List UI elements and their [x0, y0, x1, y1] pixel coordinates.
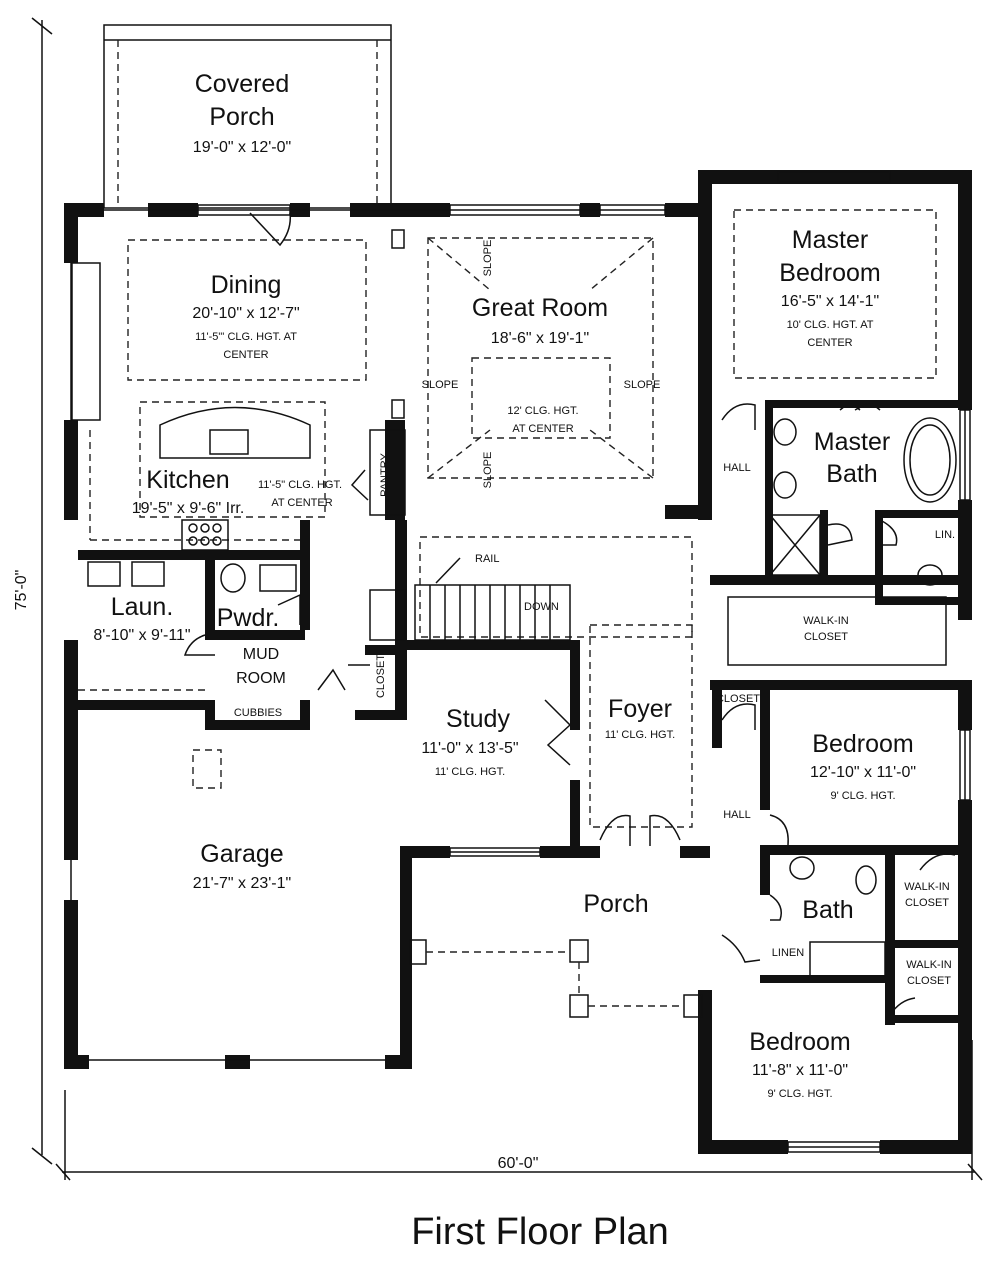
foyer-note: 11' CLG. HGT. [605, 729, 675, 741]
kitchen-fixtures [87, 406, 311, 593]
laundry-dims: 8'-10" x 9'-11" [93, 627, 190, 644]
study-note: 11' CLG. HGT. [435, 766, 505, 778]
covered-porch-dims: 19'-0" x 12'-0" [193, 139, 291, 156]
master-walk-in-closet-line1: WALK-IN [803, 615, 848, 627]
hall-closet-label: CLOSET [716, 693, 760, 705]
great-room-note-line2: AT CENTER [512, 423, 573, 435]
porch-name: Porch [583, 890, 648, 918]
pantry-label: PANTRY [379, 453, 391, 497]
mud-room-name-line2: ROOM [236, 670, 286, 687]
bedroom-3-walk-in-closet-line1: WALK-IN [906, 959, 951, 971]
master-bedroom-name-line1: Master [792, 226, 868, 254]
dining-note-line1: 11'-5"' CLG. HGT. AT [195, 331, 297, 343]
bath-name: Bath [802, 896, 853, 924]
ceiling-outlines [78, 209, 937, 828]
mud-room-name-line1: MUD [243, 646, 279, 663]
depth-dimension-line [31, 17, 53, 1165]
master-bedroom-note-line2: CENTER [807, 337, 852, 349]
width-dimension-line [55, 1040, 983, 1181]
cubbies-label: CUBBIES [234, 707, 282, 719]
bedroom-2-walk-in-closet-line2: CLOSET [905, 897, 949, 909]
master-walk-in-closet-line2: CLOSET [804, 631, 848, 643]
bedroom-2-name: Bedroom [812, 730, 913, 758]
mud-closet-label: CLOSET [375, 654, 387, 698]
width-dimension-label: 60'-0" [498, 1155, 539, 1172]
covered-porch-outline [103, 24, 392, 209]
covered-porch-name-line1: Covered [195, 70, 290, 98]
master-bath-name-line2: Bath [826, 460, 877, 488]
kitchen-note-line2: AT CENTER [271, 497, 332, 509]
kitchen-dims: 19'-5" x 9'-6" Irr. [132, 500, 245, 517]
great-room-name: Great Room [472, 294, 608, 322]
master-bedroom-note-line1: 10' CLG. HGT. AT [787, 319, 874, 331]
covered-porch-name-line2: Porch [209, 103, 274, 131]
front-porch-elements [391, 229, 703, 1018]
hall-label-lower: HALL [723, 809, 751, 821]
garage-name: Garage [200, 840, 283, 868]
plan-caption: First Floor Plan [411, 1211, 669, 1253]
powder-name: Pwdr. [217, 604, 280, 632]
lin-label: LIN. [935, 529, 955, 541]
linen-label: LINEN [772, 947, 804, 959]
dining-dims: 20'-10" x 12'-7" [192, 305, 299, 322]
down-label: DOWN [524, 601, 559, 613]
slope-label-right: SLOPE [624, 379, 661, 391]
depth-dimension-label: 75'-0" [13, 570, 30, 611]
hall-label-upper: HALL [723, 462, 751, 474]
kitchen-note-line1: 11'-5" CLG. HGT. [258, 479, 342, 491]
bedroom-3-note: 9' CLG. HGT. [767, 1088, 832, 1100]
bedroom-3-walk-in-closet-line2: CLOSET [907, 975, 951, 987]
slope-label-left: SLOPE [422, 379, 459, 391]
master-bath-fixtures [727, 417, 957, 977]
bedroom-2-dims: 12'-10" x 11'-0" [810, 764, 916, 781]
rail-label: RAIL [475, 553, 499, 565]
slope-label-top: SLOPE [482, 240, 494, 277]
garage-dims: 21'-7" x 23'-1" [193, 875, 291, 892]
kitchen-name: Kitchen [146, 466, 229, 494]
study-name: Study [446, 705, 510, 733]
study-dims: 11'-0" x 13'-5" [421, 740, 518, 757]
dining-note-line2: CENTER [223, 349, 268, 361]
great-room-note-line1: 12' CLG. HGT. [507, 405, 578, 417]
slope-label-bottom: SLOPE [482, 452, 494, 489]
interior-walls [78, 210, 960, 1025]
master-bedroom-name-line2: Bedroom [779, 259, 880, 287]
foyer-name: Foyer [608, 695, 672, 723]
garage-attic-access [192, 749, 222, 789]
bedroom-2-walk-in-closet-line1: WALK-IN [904, 881, 949, 893]
stairs [369, 557, 571, 641]
laundry-name: Laun. [111, 593, 174, 621]
windows [71, 171, 971, 1153]
dining-name: Dining [211, 271, 282, 299]
bedroom-3-dims: 11'-8" x 11'-0" [752, 1062, 848, 1079]
doors [183, 212, 956, 1016]
exterior-walls [64, 170, 972, 1154]
great-room-dims: 18'-6" x 19'-1" [491, 330, 589, 347]
bedroom-3-name: Bedroom [749, 1028, 850, 1056]
master-bedroom-dims: 16'-5" x 14'-1" [781, 293, 879, 310]
bedroom-2-note: 9' CLG. HGT. [830, 790, 895, 802]
master-bath-name-line1: Master [814, 428, 890, 456]
